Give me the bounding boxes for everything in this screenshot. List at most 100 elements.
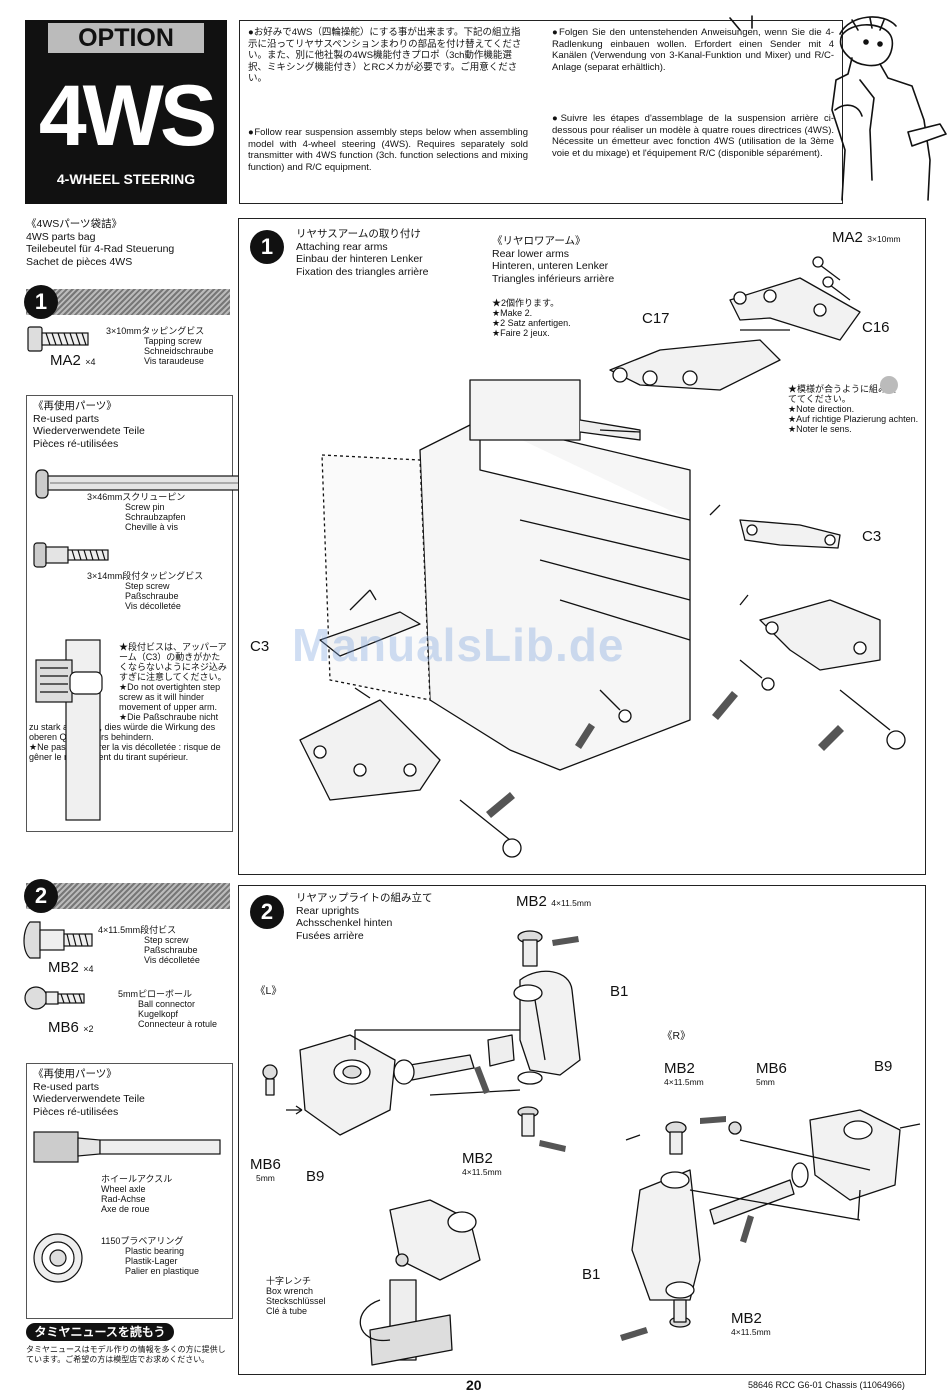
step1-number: 1 <box>250 230 284 264</box>
reused1-en: Re-used parts <box>33 412 99 425</box>
dir-de: ★Auf richtige Plazierung achten. <box>788 414 919 424</box>
step1-de: Einbau der hinteren Lenker <box>296 253 423 265</box>
note1-fr: ★Ne pas trop serrer la vis décolletée : … <box>29 742 221 762</box>
wheel-axle-fr: Axe de roue <box>101 1204 150 1214</box>
make-fr: ★Faire 2 jeux. <box>492 328 550 338</box>
mb6-code: MB6 <box>48 1019 79 1036</box>
ma2-code: MA2 <box>50 352 81 369</box>
dir-fr: ★Noter le sens. <box>788 424 852 434</box>
parts-bag-en: 4WS parts bag <box>26 230 96 243</box>
lower-de: Hinteren, unteren Lenker <box>492 260 609 272</box>
direction-mark-icon <box>880 376 898 394</box>
lower-ja: 《リヤロワアーム》 <box>492 235 586 247</box>
wrench-en: Box wrench <box>266 1286 314 1296</box>
intro-box: ●お好みで4WS（四輪操舵）にする事が出来ます。下記の組立指示に沿ってリヤサスペ… <box>239 20 843 204</box>
ma2-fr: Vis taraudeuse <box>144 356 204 366</box>
make-ja: ★2個作ります。 <box>492 298 560 308</box>
step2-ja: リヤアップライトの組み立て <box>296 892 433 904</box>
mb2-qty: ×4 <box>83 964 94 974</box>
mb6-fr: Connecteur à rotule <box>138 1019 218 1029</box>
mb2-desc: 4×11.5mm段付ビス Step screw Paßschraube Vis … <box>98 925 200 965</box>
lower-fr: Triangles inférieurs arrière <box>492 272 615 285</box>
note1-en: ★Do not overtighten step screw as it wil… <box>119 682 221 712</box>
mb2-top-code: MB2 <box>516 893 547 910</box>
mb2-en: Step screw <box>144 935 189 945</box>
step2-title: リヤアップライトの組み立て Rear uprights Achsschenkel… <box>296 892 433 942</box>
mb2-mid-label: MB2 4×11.5mm <box>462 1150 502 1177</box>
parts-bag-ja: 《4WSパーツ袋詰》 <box>26 218 123 230</box>
label-b1-top: B1 <box>610 983 629 1000</box>
bearing-de: Plastik-Lager <box>125 1256 178 1266</box>
step1-lower-arms: 《リヤロワアーム》 Rear lower arms Hinteren, unte… <box>492 235 614 285</box>
option-label-bar: OPTION <box>48 23 204 53</box>
screw-pin-size: 3×46mmスクリューピン <box>87 492 186 502</box>
sidebar1-step-number: 1 <box>24 285 58 319</box>
page-number: 20 <box>466 1377 482 1393</box>
reused2-ja: 《再使用パーツ》 <box>33 1068 117 1080</box>
bearing-desc: 1150プラベアリング Plastic bearing Plastik-Lage… <box>101 1236 199 1276</box>
ma2-de: Schneidschraube <box>144 346 214 356</box>
reused2-en: Re-used parts <box>33 1080 99 1093</box>
label-b1-right: B1 <box>582 1266 601 1283</box>
step-screw-desc: 3×14mm段付タッピングビス Step screw Paßschraube V… <box>87 571 203 611</box>
note1-de: ★Die Paßschraube nicht zu stark anziehen… <box>29 712 219 742</box>
intro-ja: ●お好みで4WS（四輪操舵）にする事が出来ます。下記の組立指示に沿ってリヤサスペ… <box>248 27 522 84</box>
news-badge: タミヤニュースを読もう <box>26 1323 174 1341</box>
sidebar1-step-bar <box>26 289 230 315</box>
mb6-en: Ball connector <box>138 999 196 1009</box>
mb2-top-size: 4×11.5mm <box>551 898 592 908</box>
option-box: OPTION 4WS 4-WHEEL STEERING <box>25 20 227 204</box>
reused1-de: Wiederverwendete Teile <box>33 425 145 437</box>
parts-bag-header: 《4WSパーツ袋詰》 4WS parts bag Teilebeutel für… <box>26 218 174 268</box>
sidebar1-reused-box: 《再使用パーツ》 Re-used parts Wiederverwendete … <box>26 395 233 832</box>
step1-direction-note: ★模様が合うように組み立ててください。 ★Note direction. ★Au… <box>788 384 919 434</box>
mb2-r-size: 4×11.5mm <box>664 1077 704 1087</box>
step2-fr: Fusées arrière <box>296 929 364 942</box>
wrench-fr: Clé à tube <box>266 1306 308 1316</box>
parts-bag-de: Teilebeutel für 4-Rad Steuerung <box>26 243 175 255</box>
step1-make-note: ★2個作ります。 ★Make 2. ★2 Satz anfertigen. ★F… <box>492 298 571 338</box>
screw-pin-en: Screw pin <box>125 502 165 512</box>
right-side-tag: 《R》 <box>662 1030 691 1042</box>
option-code: 4WS <box>38 68 217 164</box>
parts-bag-fr: Sachet de pièces 4WS <box>26 255 133 268</box>
make-en: ★Make 2. <box>492 308 533 318</box>
step1-en: Attaching rear arms <box>296 240 388 253</box>
mb6-r-code: MB6 <box>756 1060 787 1077</box>
mb6-size: 5mmピローボール <box>118 989 192 999</box>
wrench-de: Steckschlüssel <box>266 1296 326 1306</box>
step2-de: Achsschenkel hinten <box>296 917 393 929</box>
ma2-size: 3×10mmタッピングビス <box>106 326 205 336</box>
mb2-code: MB2 <box>48 959 79 976</box>
ma2-part-size: 3×10mm <box>867 234 901 244</box>
screw-pin-de: Schraubzapfen <box>125 512 186 522</box>
step1-ja: リヤサスアームの取り付け <box>296 228 421 240</box>
screw-pin-fr: Cheville à vis <box>125 522 179 532</box>
ma2-code-row: MA2 ×4 <box>50 352 96 370</box>
dir-en: ★Note direction. <box>788 404 855 414</box>
mb2-size: 4×11.5mm段付ビス <box>98 925 177 935</box>
lower-en: Rear lower arms <box>492 247 570 260</box>
mb2-fr: Vis décolletée <box>144 955 200 965</box>
step2-panel <box>238 885 926 1375</box>
note1-ja: ★段付ビスは、アッパーアーム（C3）の動きがかたくならないようにネジ込みすぎに注… <box>119 642 227 682</box>
sidebar1-note: ★段付ビスは、アッパーアーム（C3）の動きがかたくならないようにネジ込みすぎに注… <box>29 642 229 762</box>
step-screw-en: Step screw <box>125 581 170 591</box>
step1-ma2-label: MA2 3×10mm <box>832 229 901 247</box>
reused1-fr: Pièces ré-utilisées <box>33 437 119 450</box>
mb2-de: Paßschraube <box>144 945 198 955</box>
step2-number: 2 <box>250 895 284 929</box>
dir-ja: ★模様が合うように組み立ててください。 <box>788 384 897 404</box>
bearing-fr: Palier en plastique <box>125 1266 200 1276</box>
mb6-qty: ×2 <box>83 1024 94 1034</box>
mb2-r-code: MB2 <box>664 1060 695 1077</box>
reused2-de: Wiederverwendete Teile <box>33 1093 145 1105</box>
option-subtitle: 4-WHEEL STEERING <box>56 171 196 187</box>
label-c3-left: C3 <box>250 638 270 655</box>
mb6-de: Kugelkopf <box>138 1009 179 1019</box>
step1-title: リヤサスアームの取り付け Attaching rear arms Einbau … <box>296 228 428 278</box>
mb2-bot-code: MB2 <box>731 1310 762 1327</box>
wheel-axle-ja: ホイールアクスル <box>101 1174 173 1184</box>
label-b9-right: B9 <box>874 1058 893 1075</box>
label-c3-right: C3 <box>862 528 882 545</box>
